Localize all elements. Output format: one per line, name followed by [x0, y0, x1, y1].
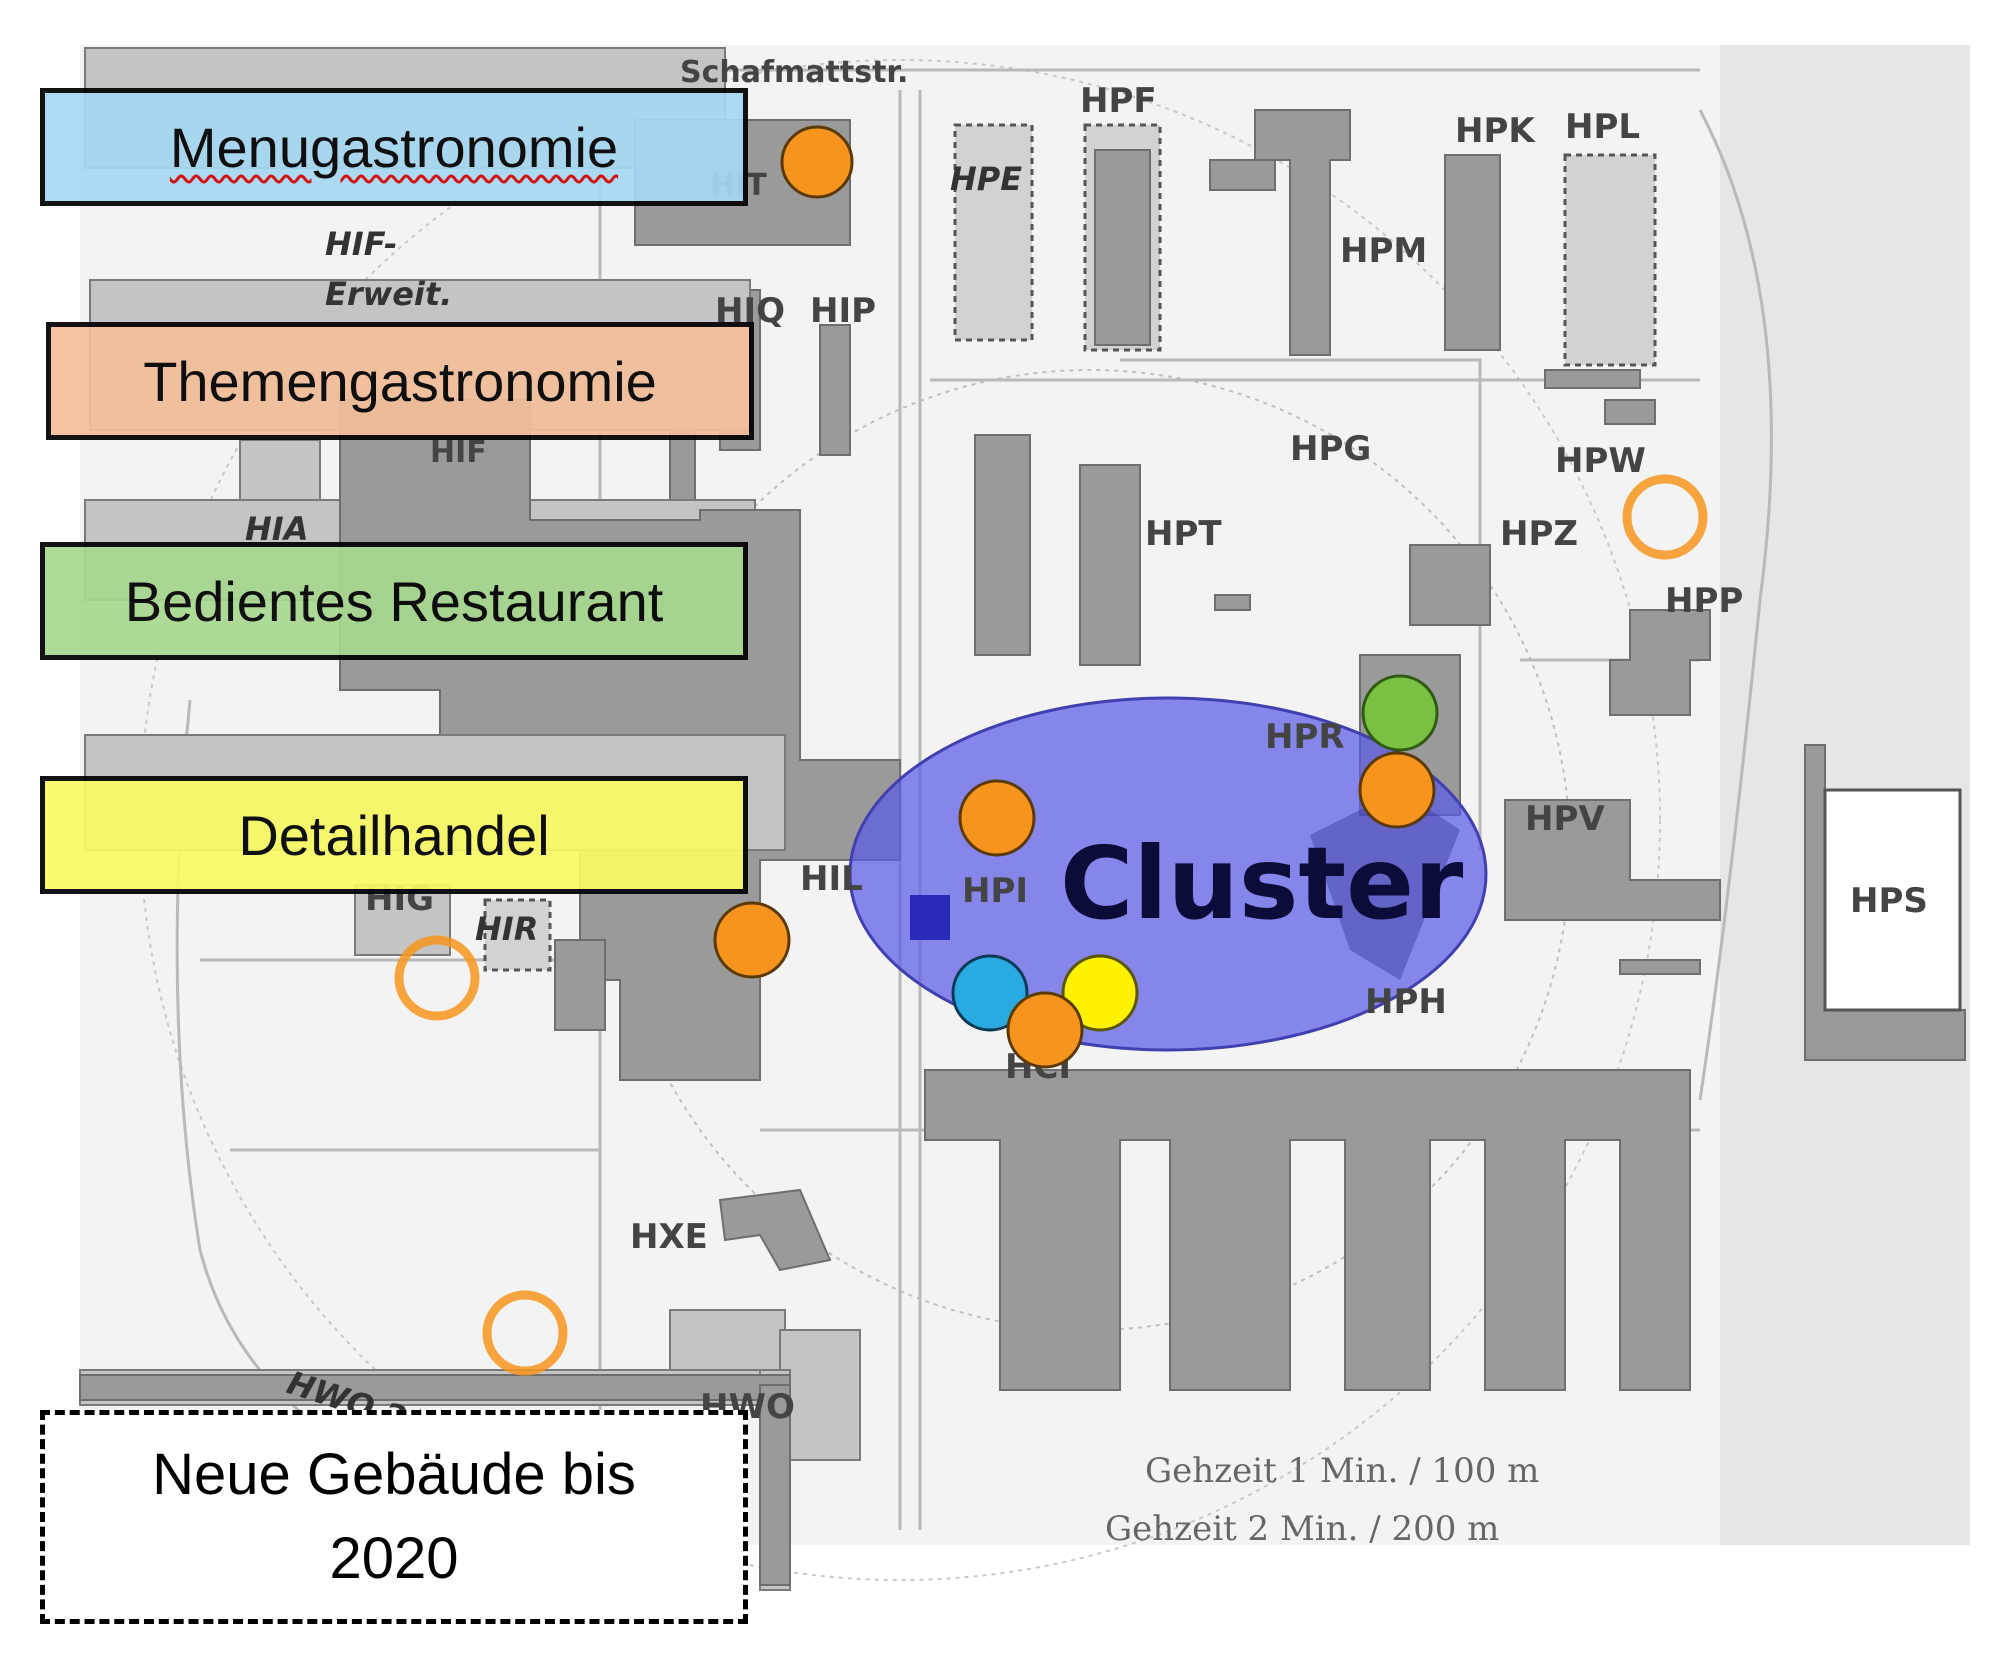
marker-menu-hci — [1006, 991, 1084, 1069]
label-hpt: HPT — [1145, 514, 1222, 554]
label-hxe: HXE — [630, 1217, 708, 1257]
new-buildings-line1: Neue Gebäude bis — [152, 1442, 636, 1507]
label-hpp: HPP — [1665, 581, 1743, 621]
label-hip: HIP — [810, 291, 876, 331]
markers — [394, 125, 1708, 1376]
label-hif-erw-1: HIF- — [325, 225, 397, 263]
label-hif-erw-2: Erweit. — [325, 275, 452, 313]
label-hir: HIR — [475, 910, 538, 948]
marker-menu-hit — [780, 125, 854, 199]
label-hif: HIF — [430, 435, 487, 470]
label-hpv: HPV — [1525, 799, 1605, 839]
legend-themengastronomie: Themengastronomie — [46, 322, 754, 440]
label-hpf: HPF — [1080, 81, 1157, 121]
legend-themengastronomie-label: Themengastronomie — [143, 349, 657, 413]
label-hil: HIL — [800, 859, 863, 899]
marker-new-hwo — [482, 1290, 568, 1376]
legend-menugastronomie-label: Menugastronomie — [169, 115, 619, 179]
new-buildings-line2: 2020 — [329, 1526, 459, 1591]
marker-theme-hci — [951, 954, 1029, 1032]
walk-time-1min: Gehzeit 1 Min. / 100 m — [1145, 1451, 1539, 1491]
legend-bedientes-restaurant: Bedientes Restaurant — [40, 542, 748, 660]
walk-time-2min: Gehzeit 2 Min. / 200 m — [1105, 1509, 1499, 1549]
label-hph: HPH — [1365, 982, 1447, 1022]
legend-detailhandel-label: Detailhandel — [238, 803, 550, 867]
label-hpz: HPZ — [1500, 514, 1578, 554]
cluster-label: Cluster — [1060, 825, 1464, 942]
label-hpm: HPM — [1340, 231, 1427, 271]
building-labels: Schafmattstr. HPF HPE HPK HPL HPM HIQ HI… — [245, 55, 1928, 1438]
label-hpr: HPR — [1265, 717, 1345, 757]
label-hpe: HPE — [950, 160, 1022, 198]
legend-bedientes-restaurant-label: Bedientes Restaurant — [124, 569, 664, 633]
label-hpw: HPW — [1555, 441, 1646, 481]
label-hps: HPS — [1850, 881, 1928, 921]
label-hpl: HPL — [1565, 107, 1640, 147]
marker-new-hpw — [1622, 474, 1708, 560]
label-hpi: HPI — [962, 871, 1028, 911]
marker-menu-hpi — [958, 779, 1036, 857]
label-hpk: HPK — [1455, 111, 1536, 151]
label-hpg: HPG — [1290, 429, 1371, 469]
new-buildings-note: Neue Gebäude bis 2020 — [40, 1410, 748, 1624]
street-label: Schafmattstr. — [680, 55, 908, 90]
legend-menugastronomie: Menugastronomie — [40, 88, 748, 206]
marker-detail-hci — [1061, 954, 1139, 1032]
marker-menu-hpr — [1358, 751, 1436, 829]
label-hia: HIA — [245, 510, 308, 548]
marker-bedient-hpr — [1361, 674, 1439, 752]
marker-menu-hil — [713, 901, 791, 979]
legend-detailhandel: Detailhandel — [40, 776, 748, 894]
marker-new-hig — [394, 935, 480, 1021]
info-marker — [910, 895, 950, 940]
